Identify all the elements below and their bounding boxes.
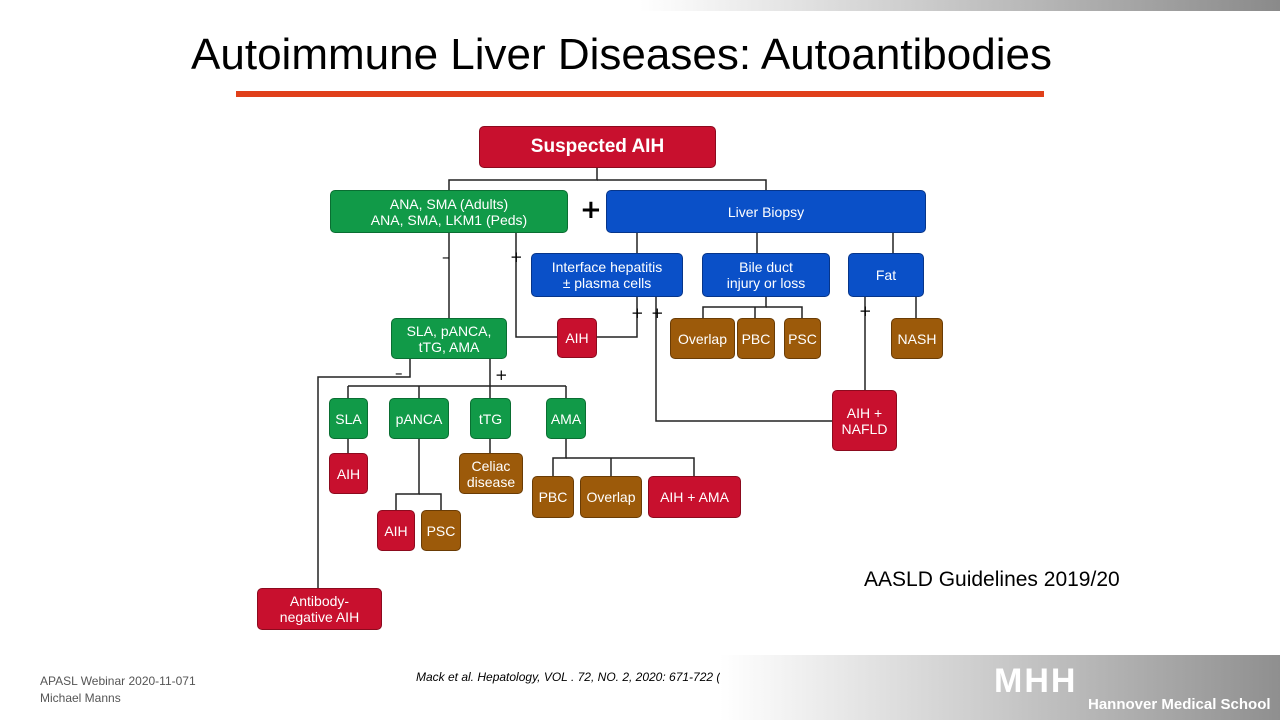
node-pbc: PBC	[737, 318, 775, 359]
node-suspected-aih: Suspected AIH	[479, 126, 716, 168]
node-aih: AIH	[557, 318, 597, 358]
plus-sign: +	[631, 304, 644, 322]
minus-sign: –	[395, 364, 403, 382]
node-ama: AMA	[546, 398, 586, 439]
node-interface-hepatitis: Interface hepatitis ± plasma cells	[531, 253, 683, 297]
node-fat: Fat	[848, 253, 924, 297]
connector	[566, 457, 695, 476]
citation: Mack et al. Hepatology, VOL . 72, NO. 2,…	[416, 670, 818, 684]
connector	[395, 439, 420, 510]
connector	[515, 233, 557, 338]
node-overlap: Overlap	[580, 476, 642, 518]
institution-name: Hannover Medical School	[1088, 696, 1271, 713]
footer-info: APASL Webinar 2020-11-071 Michael Manns	[40, 673, 196, 707]
connector	[702, 297, 767, 318]
node-nash: NASH	[891, 318, 943, 359]
node-aih: AIH	[329, 453, 368, 494]
node-pbc: PBC	[532, 476, 574, 518]
logo-band	[720, 655, 1280, 720]
connector	[448, 168, 598, 190]
connector	[597, 297, 638, 338]
presenter-name: Michael Manns	[40, 691, 121, 705]
mhh-logo: MHH	[994, 662, 1078, 700]
connector	[419, 493, 442, 510]
node-celiac-disease: Celiac disease	[459, 453, 523, 494]
plus-sign: +	[859, 302, 872, 320]
plus-sign: +	[651, 304, 664, 322]
guideline-label: AASLD Guidelines 2019/20	[864, 568, 1120, 591]
node-sla: SLA	[329, 398, 368, 439]
connector	[317, 359, 411, 588]
node-aih-ama: AIH + AMA	[648, 476, 741, 518]
connector	[655, 297, 832, 422]
connector	[552, 439, 567, 476]
plus-sign: +	[510, 248, 523, 266]
minus-sign: –	[442, 248, 450, 266]
top-gradient-bar	[640, 0, 1280, 11]
node-aih-nafld: AIH + NAFLD	[832, 390, 897, 451]
node-liver-biopsy: Liver Biopsy	[606, 190, 926, 233]
node-overlap: Overlap	[670, 318, 735, 359]
connector	[597, 179, 767, 190]
connector	[766, 306, 803, 318]
node-bile-duct: Bile duct injury or loss	[702, 253, 830, 297]
node-serology: ANA, SMA (Adults) ANA, SMA, LKM1 (Peds)	[330, 190, 568, 233]
node-sla-panca-ttg-ama: SLA, pANCA, tTG, AMA	[391, 318, 507, 359]
node-panca: pANCA	[389, 398, 449, 439]
slide-title: Autoimmune Liver Diseases: Autoantibodie…	[191, 30, 1052, 79]
title-underline	[236, 91, 1044, 97]
node-psc: PSC	[421, 510, 461, 551]
node-antibody-negative-aih: Antibody- negative AIH	[257, 588, 382, 630]
node-ttg: tTG	[470, 398, 511, 439]
plus-sign: +	[495, 366, 508, 384]
webinar-label: APASL Webinar 2020-11-071	[40, 674, 196, 688]
node-aih: AIH	[377, 510, 415, 551]
node-psc: PSC	[784, 318, 821, 359]
plus-sign-big: +	[580, 195, 602, 225]
